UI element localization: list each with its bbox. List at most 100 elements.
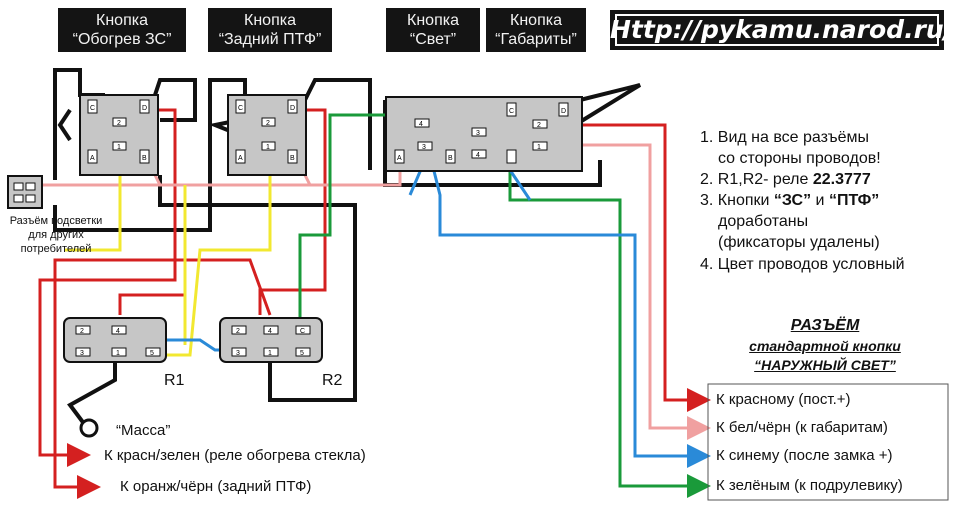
green-wires [298, 113, 711, 498]
switch-rear-fog: C 2 D 1 A B [227, 94, 307, 176]
pin-4 [111, 325, 127, 335]
button-label-line1: Кнопка [510, 12, 562, 29]
pin-label: D [561, 108, 566, 115]
button-label-zs-heater: Кнопка “Обогрев ЗС” [58, 8, 186, 52]
pin-1 [532, 141, 548, 151]
pin-label: 3 [476, 130, 480, 137]
connector-target-blue: К синему (после замка +) [716, 447, 893, 464]
note-3-zs: “ЗС” [773, 192, 812, 209]
note-3c: (фиксаторы удалены) [718, 234, 880, 251]
pin-2 [261, 117, 276, 127]
pin-label: C [509, 108, 514, 115]
connector-header: РАЗЪЁМ стандартной кнопки “НАРУЖНЫЙ СВЕТ… [720, 316, 930, 374]
pin-label: A [397, 155, 402, 162]
pin-4 [414, 118, 430, 128]
pin-label: 5 [150, 350, 154, 357]
pin-label: A [238, 155, 243, 162]
note-2-text: 2. R1,R2- реле [700, 171, 809, 188]
button-label-rear-fog: Кнопка “Задний ПТФ” [208, 8, 332, 52]
note-3-ptf: “ПТФ” [828, 192, 880, 209]
pin-2 [75, 325, 91, 335]
note-2-relay-model: 22.3777 [812, 171, 871, 188]
pin-3b [471, 127, 487, 137]
pin-3 [231, 347, 247, 357]
left-target-2: К оранж/чёрн (задний ПТФ) [120, 478, 312, 495]
pin-label: 3 [80, 350, 84, 357]
pin-label: 4 [419, 121, 423, 128]
pin-d [558, 102, 569, 117]
switch-light-parking: 4 A 3 B 3 4 C 2 D 1 [385, 96, 583, 172]
pin-d [139, 99, 150, 114]
pin-label: 1 [116, 350, 120, 357]
pin-label: 2 [537, 122, 541, 129]
button-label-line1: Кнопка [407, 12, 459, 29]
pin-label: D [290, 105, 295, 112]
pin-label: 4 [116, 328, 120, 335]
pin-2 [112, 117, 127, 127]
button-label-line2: “Габариты” [495, 31, 577, 48]
pin-label: 2 [80, 328, 84, 335]
connector-frame [707, 383, 949, 501]
pin-label: 4 [476, 152, 480, 159]
button-label-line2: “Свет” [409, 31, 457, 48]
note-3b: доработаны [718, 213, 809, 230]
pin-4 [263, 325, 279, 335]
pin-label: D [142, 105, 147, 112]
pin-label: C [300, 328, 305, 335]
note-3-and: и [815, 192, 825, 209]
pin-label: A [90, 155, 95, 162]
pin-e [506, 149, 517, 164]
pin-b [287, 149, 298, 164]
note-3: 3. Кнопки “ЗС” и “ПТФ” [700, 190, 879, 211]
pin-c [87, 99, 98, 114]
button-label-light: Кнопка “Свет” [386, 8, 480, 52]
pin-1 [112, 141, 127, 151]
left-target-1: К красн/зелен (реле обогрева стекла) [104, 447, 366, 464]
note-2: 2. R1,R2- реле 22.3777 [700, 169, 871, 190]
pin-label: B [142, 155, 147, 162]
pin-label: 5 [300, 350, 304, 357]
pin-label: C [238, 105, 243, 112]
pin-1 [261, 141, 276, 151]
pin-label: C [90, 105, 95, 112]
connector-title-3: “НАРУЖНЫЙ СВЕТ” [754, 357, 896, 373]
pin-3 [417, 141, 433, 151]
relay-r1-label: R1 [164, 372, 185, 389]
pin-1 [111, 347, 127, 357]
connector-target-green: К зелёным (к подрулевику) [716, 477, 903, 494]
pin-label: 2 [266, 120, 270, 127]
ground-label: “Масса” [116, 422, 171, 439]
pin-5 [295, 347, 311, 357]
pin-label: 1 [266, 144, 270, 151]
ground-terminal [79, 418, 99, 438]
button-label-line2: “Обогрев ЗС” [72, 31, 172, 48]
site-url-banner: Http://pykamu.narod.ru/ [610, 10, 953, 50]
pin-2 [532, 119, 548, 129]
pin-label: 1 [537, 144, 541, 151]
button-label-line2: “Задний ПТФ” [218, 31, 322, 48]
button-label-parking: Кнопка “Габариты” [486, 8, 586, 52]
pin-1 [263, 347, 279, 357]
connector-title-1: РАЗЪЁМ [790, 317, 860, 334]
pin-label: 2 [236, 328, 240, 335]
note-1: 1. Вид на все разъёмы [700, 129, 870, 146]
connector-target-white-black: К бел/чёрн (к габаритам) [716, 419, 888, 436]
pin-label: 1 [117, 144, 121, 151]
button-label-line1: Кнопка [96, 12, 148, 29]
relay-r2: 2 4 C 1 3 5 [219, 317, 323, 363]
button-label-line1: Кнопка [244, 12, 296, 29]
pin-a [87, 149, 98, 164]
switch-zs-heater: C 2 D 1 A B [79, 94, 159, 176]
pin-c [506, 102, 517, 117]
pin-b [139, 149, 150, 164]
note-3-text: 3. Кнопки [700, 192, 770, 209]
connector-target-red: К красному (пост.+) [716, 391, 851, 408]
note-4: 4. Цвет проводов условный [700, 256, 905, 273]
pin-a [394, 149, 405, 164]
pin-5 [145, 347, 161, 357]
pin-2 [231, 325, 247, 335]
connector-title-2: стандартной кнопки [749, 338, 901, 354]
pin-4b [471, 149, 487, 159]
pin-3 [75, 347, 91, 357]
